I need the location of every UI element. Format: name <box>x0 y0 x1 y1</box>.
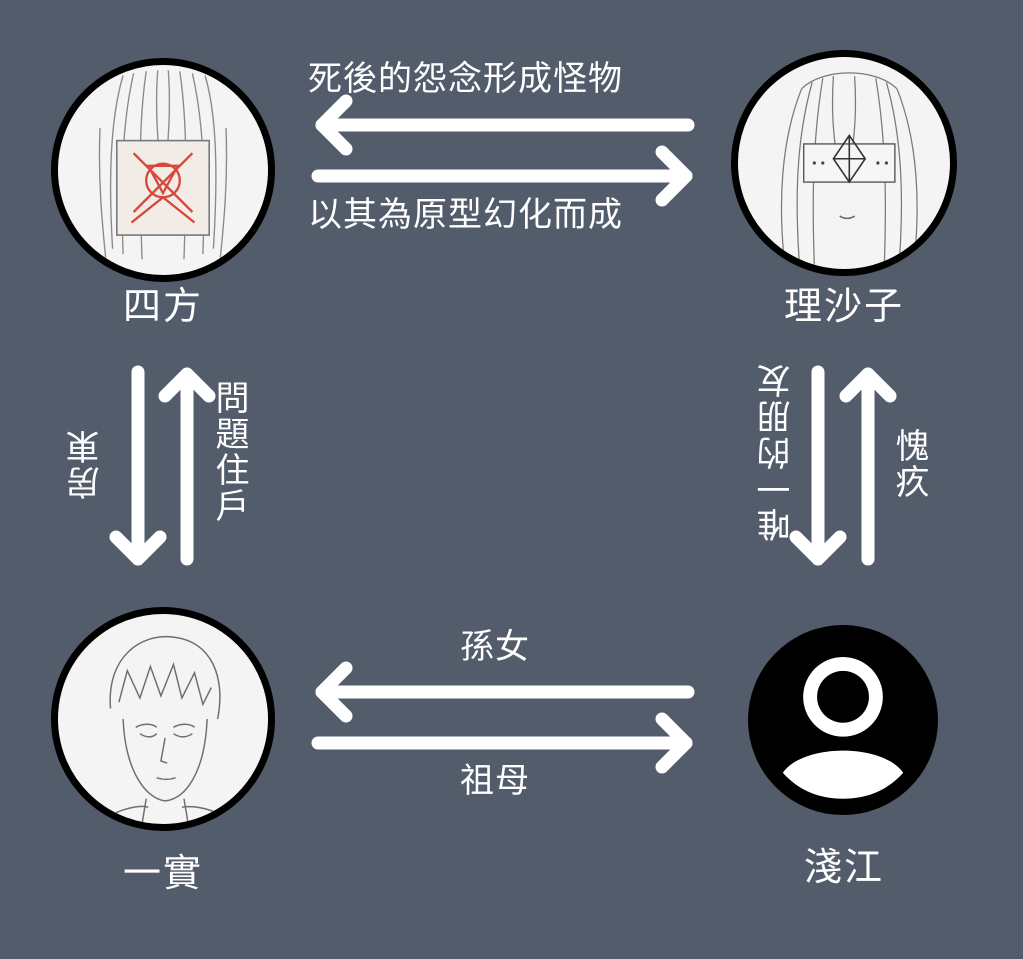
sketch-blindfolded-girl-icon <box>780 72 918 265</box>
edge-label-top-right-arrow: 以其為原型幻化而成 <box>308 195 623 235</box>
arrow-top-right <box>311 145 693 207</box>
node-bottom-right <box>748 625 938 815</box>
node-bottom-left <box>51 607 275 831</box>
edge-label-left-down: 房東 <box>66 428 106 500</box>
arrow-bottom-right <box>311 712 693 774</box>
edge-label-right-down: 唯一的朋友 <box>757 362 797 542</box>
node-name-bottom-left: 一實 <box>122 851 203 895</box>
node-top-left <box>51 58 275 282</box>
node-name-top-right: 理沙子 <box>783 284 904 328</box>
sketch-boy-portrait-icon <box>103 635 229 824</box>
edge-label-bottom-left-arrow: 孫女 <box>460 627 530 667</box>
arrow-bottom-left <box>315 661 695 723</box>
node-name-bottom-right: 淺江 <box>803 845 884 889</box>
edge-label-right-up: 愧疚 <box>889 428 929 500</box>
arrow-left-up <box>158 367 216 566</box>
sketch-masked-girl-icon <box>98 70 228 265</box>
arrow-top-left <box>315 94 695 156</box>
arrow-right-up <box>839 367 897 566</box>
edge-label-bottom-right-arrow: 祖母 <box>460 761 530 801</box>
node-top-right <box>731 50 957 276</box>
arrow-right-down <box>789 365 847 566</box>
node-name-top-left: 四方 <box>122 284 203 328</box>
edge-label-left-up: 問題住戶 <box>209 380 249 524</box>
arrow-left-down <box>109 365 167 566</box>
user-avatar-icon <box>755 632 931 808</box>
edge-label-top-left-arrow: 死後的怨念形成怪物 <box>308 59 623 99</box>
